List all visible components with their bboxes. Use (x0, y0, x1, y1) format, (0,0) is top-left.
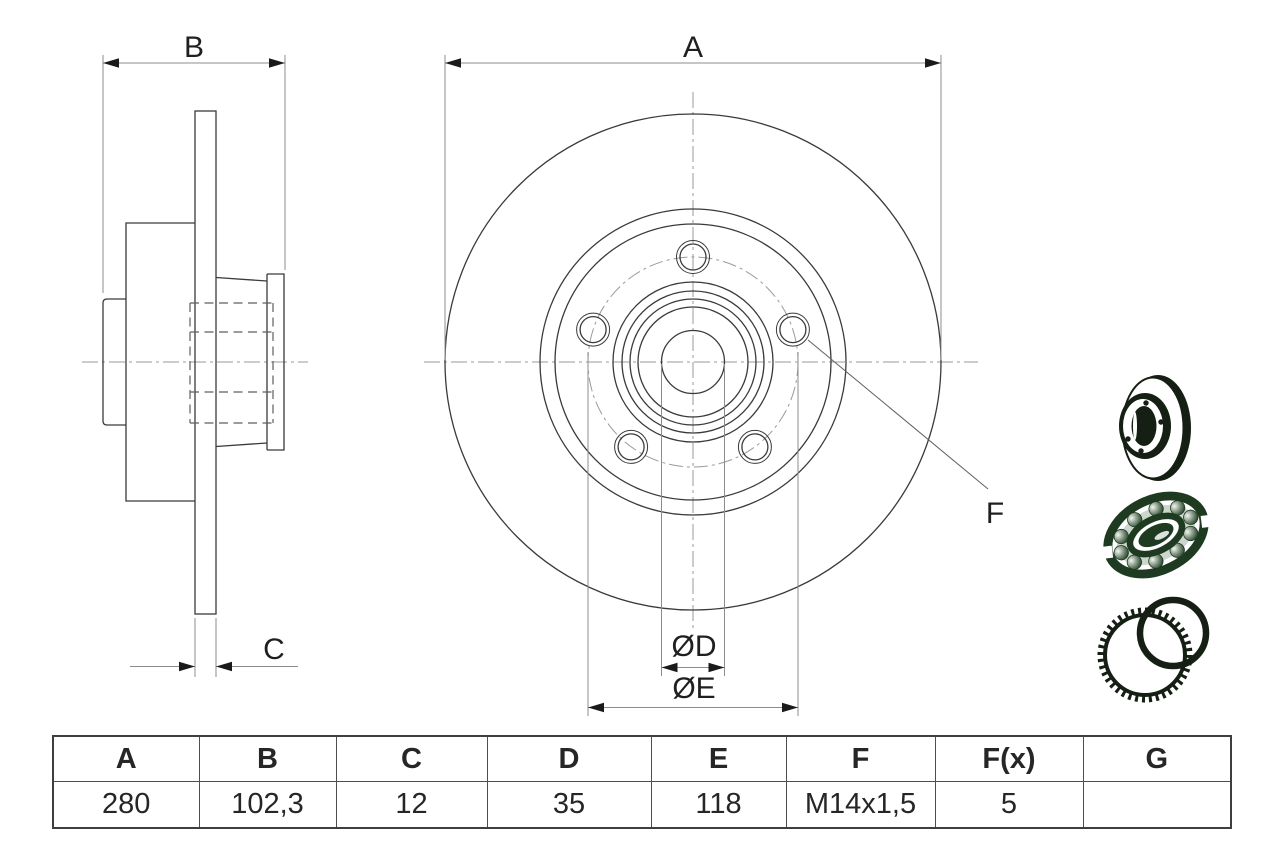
table-header-f: F (785, 735, 936, 782)
disc-plate-section (194, 110, 217, 615)
technical-drawing: B C (82, 31, 1004, 716)
friction-band-inner-circle (539, 208, 847, 516)
leader-line (807, 339, 989, 490)
dim-a-label: A (683, 31, 703, 64)
value-e: 118 (650, 781, 787, 829)
bolt-hole (676, 240, 710, 274)
dimension-b: B (102, 31, 286, 293)
hub-flange-circle (612, 281, 774, 443)
dim-e-label: ØE (672, 672, 715, 705)
dim-f-label: F (986, 497, 1004, 530)
hub-step-circle-1 (621, 290, 765, 434)
hidden-bearing-bore (189, 302, 274, 424)
flange-taper-top (215, 276, 268, 282)
table-header-a: A (52, 735, 200, 782)
table-header-d: D (486, 735, 652, 782)
friction-band-inner-circle-2 (554, 223, 832, 501)
table-header-row: A B C D E F F(x) G (52, 735, 1232, 782)
hub-step-circle-2 (629, 298, 757, 426)
bearing-balls (1113, 500, 1199, 570)
value-c: 12 (335, 781, 488, 829)
dimension-c: C (130, 618, 298, 677)
abs-sensor-ring-icon (1097, 596, 1210, 703)
value-a: 280 (52, 781, 200, 829)
disc-outer-circle (444, 113, 942, 611)
dimension-a: A (444, 31, 942, 360)
table-header-fx: F(x) (934, 735, 1084, 782)
front-view (424, 92, 978, 632)
table-header-b: B (198, 735, 337, 782)
value-fx: 5 (934, 781, 1084, 829)
value-b: 102,3 (198, 781, 337, 829)
dimension-d: ØD (661, 364, 725, 676)
hub-barrel (125, 222, 195, 502)
dimension-spec-table: A B C D E F F(x) G 280 102,3 12 35 118 M… (52, 735, 1232, 829)
side-view (82, 110, 308, 615)
table-value-row: 280 102,3 12 35 118 M14x1,5 5 (52, 781, 1232, 829)
value-g (1082, 781, 1232, 829)
brake-disc-icon (1119, 375, 1191, 481)
center-bore-circle (660, 329, 726, 395)
hub-step-circle-3 (637, 306, 749, 418)
flange-taper-bottom (215, 442, 268, 448)
wheel-bearing-icon (1099, 491, 1215, 579)
dimension-e: ØE (587, 352, 799, 716)
value-d: 35 (486, 781, 652, 829)
hub-pilot (102, 298, 126, 426)
table-header-c: C (335, 735, 488, 782)
bolt-hole (576, 312, 611, 347)
dim-b-label: B (184, 31, 204, 64)
value-f: M14x1,5 (785, 781, 936, 829)
bolt-hole (737, 429, 772, 464)
table-header-g: G (1082, 735, 1232, 782)
bolt-hole (614, 429, 649, 464)
dim-c-label: C (263, 633, 285, 666)
bolt-hole (775, 312, 810, 347)
table-header-e: E (650, 735, 787, 782)
dim-d-label: ØD (672, 630, 717, 663)
bolt-thread-callout: F (807, 339, 1004, 530)
